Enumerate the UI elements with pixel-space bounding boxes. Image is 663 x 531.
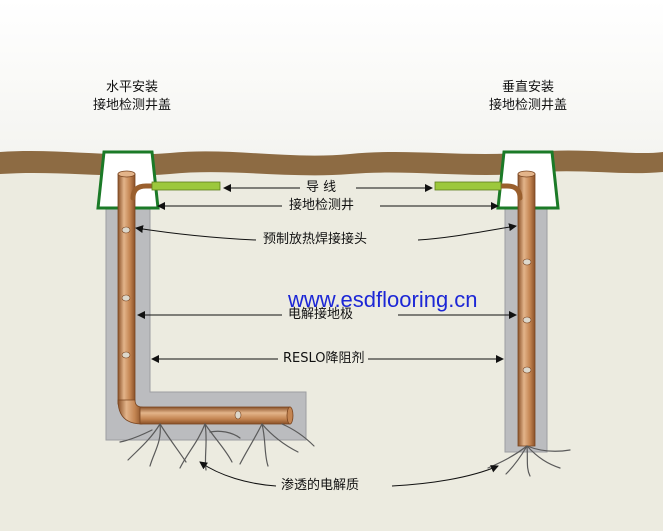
electrode-right-cap [517, 170, 536, 178]
sky [0, 0, 663, 160]
wire-left-bend [130, 183, 156, 201]
wire-right-bend [497, 183, 523, 201]
electrode-left-horizontal [139, 406, 291, 425]
wire-left [151, 181, 221, 191]
ground [0, 160, 663, 531]
label-vertical-install: 垂直安装 [501, 80, 554, 95]
label-exothermic-joint: 预制放热焊接接头 [260, 232, 371, 248]
electrolyte-roots [119, 423, 571, 477]
wire-right [434, 181, 502, 191]
soil-surface [0, 150, 663, 176]
label-inspection-cover-left: 接地检测井盖 [92, 98, 171, 113]
electrode-left-vertical [117, 173, 136, 405]
label-horizontal-install: 水平安装 [105, 80, 158, 95]
electrode-holes [121, 226, 532, 420]
electrode-right [517, 173, 536, 447]
label-inspection-well: 接地检测井 [286, 198, 358, 214]
label-inspection-cover-right: 接地检测井盖 [488, 98, 567, 113]
electrode-left-cap [117, 170, 136, 178]
electrode-left-end [286, 406, 294, 425]
label-electrolyte: 渗透的电解质 [278, 478, 363, 494]
leader-lines [135, 184, 517, 487]
label-resistance-reducer: RESLO降阻剂 [280, 351, 368, 367]
label-wire: 导 线 [303, 180, 340, 196]
label-electrolytic-electrode: 电解接地极 [285, 307, 357, 323]
